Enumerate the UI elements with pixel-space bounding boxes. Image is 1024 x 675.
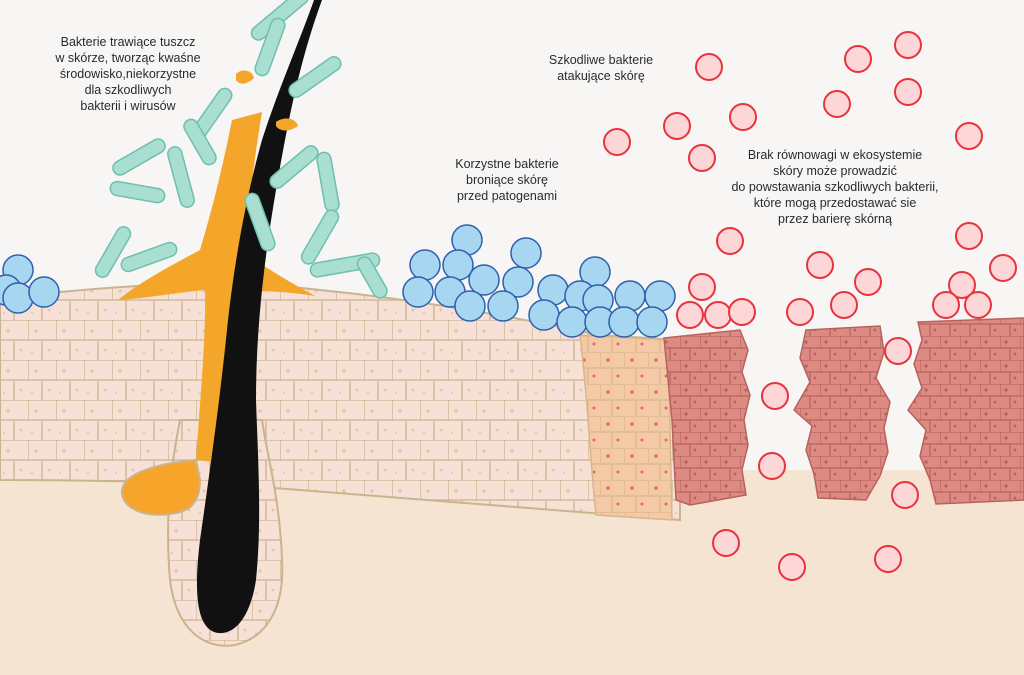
rod-bacterium — [254, 17, 286, 77]
rod-bacterium — [183, 118, 217, 166]
label-line: Korzystne bakterie — [455, 157, 559, 171]
inflamed-skin-column — [907, 317, 1024, 505]
beneficial-bacterium — [608, 306, 640, 338]
harmful-bacterium — [894, 31, 922, 59]
harmful-bacterium — [663, 112, 691, 140]
rod-bacterium — [356, 256, 388, 299]
beneficial-bacteria-cluster — [402, 224, 676, 338]
harmful-bacterium — [932, 291, 960, 319]
label-skin-imbalance: Brak równowagi w ekosystemie skóry może … — [700, 147, 970, 227]
harmful-bacterium — [894, 78, 922, 106]
label-line: które mogą przedostawać sie — [753, 196, 917, 210]
harmful-bacterium — [758, 452, 786, 480]
harmful-bacterium — [806, 251, 834, 279]
label-line: bakterii i wirusów — [80, 99, 176, 113]
label-line: Brak równowagi w ekosystemie — [747, 148, 923, 162]
label-line: skóry może prowadzić — [773, 164, 897, 178]
harmful-bacterium — [676, 301, 704, 329]
sebum-droplet — [276, 118, 298, 131]
rod-bacterium — [167, 146, 195, 208]
label-line: środowisko,niekorzystne — [59, 67, 197, 81]
label-beneficial-bacteria: Korzystne bakterie broniące skórę przed … — [432, 156, 582, 204]
sebum — [118, 112, 315, 462]
label-line: do powstawania szkodliwych bakterii, — [731, 180, 939, 194]
harmful-bacterium — [712, 529, 740, 557]
beneficial-bacterium — [28, 276, 60, 308]
rod-bacteria-cluster — [94, 0, 388, 299]
harmful-bacterium — [786, 298, 814, 326]
harmful-bacterium — [884, 337, 912, 365]
rod-bacterium — [94, 226, 132, 278]
beneficial-bacterium — [454, 290, 486, 322]
beneficial-bacterium — [442, 249, 474, 281]
beneficial-bacterium — [510, 237, 542, 269]
rod-bacterium — [269, 145, 319, 189]
harmful-bacterium — [688, 144, 716, 172]
harmful-bacterium — [891, 481, 919, 509]
beneficial-bacterium — [487, 290, 519, 322]
transition-zone — [579, 334, 673, 521]
label-line: przez barierę skórną — [778, 212, 892, 226]
beneficial-bacterium — [502, 266, 534, 298]
beneficial-bacterium — [2, 282, 34, 314]
label-line: przed patogenami — [456, 189, 558, 203]
rod-bacterium — [109, 180, 166, 204]
harmful-bacterium — [964, 291, 992, 319]
beneficial-bacterium — [636, 306, 668, 338]
harmful-bacterium — [695, 53, 723, 81]
harmful-bacterium — [729, 103, 757, 131]
label-line: Bakterie trawiące tuszcz — [60, 35, 196, 49]
sebaceous-gland — [120, 458, 202, 516]
label-line: dla szkodliwych — [84, 83, 172, 97]
harmful-bacterium — [778, 553, 806, 581]
inflamed-skin-column — [663, 329, 751, 506]
harmful-bacterium — [728, 298, 756, 326]
label-line: atakujące skórę — [557, 69, 645, 83]
beneficial-bacterium — [409, 249, 441, 281]
harmful-bacterium — [761, 382, 789, 410]
harmful-bacterium — [948, 271, 976, 299]
label-line: w skórze, tworząc kwaśne — [55, 51, 201, 65]
harmful-bacterium — [704, 301, 732, 329]
hair-shaft — [196, 0, 322, 634]
harmful-bacteria-cluster — [603, 31, 1017, 581]
rod-bacterium — [300, 209, 340, 265]
harmful-bacterium — [874, 545, 902, 573]
beneficial-bacterium — [402, 276, 434, 308]
harmful-bacterium — [955, 122, 983, 150]
harmful-bacterium — [603, 128, 631, 156]
label-line: Szkodliwe bakterie — [548, 53, 654, 67]
harmful-bacterium — [844, 45, 872, 73]
beneficial-bacterium — [468, 264, 500, 296]
inflamed-skin-column — [793, 325, 891, 501]
rod-bacterium — [120, 241, 178, 273]
rod-bacterium — [250, 0, 310, 41]
harmful-bacterium — [955, 222, 983, 250]
beneficial-bacterium — [614, 280, 646, 312]
label-harmful-bacteria: Szkodliwe bakterie atakujące skórę — [526, 52, 676, 84]
harmful-bacterium — [823, 90, 851, 118]
harmful-bacterium — [854, 268, 882, 296]
rod-bacterium — [288, 56, 342, 98]
harmful-bacterium — [688, 273, 716, 301]
beneficial-bacteria-left — [0, 254, 60, 314]
sebum-droplet — [236, 70, 254, 84]
rod-bacterium — [112, 138, 166, 176]
label-line: broniące skórę — [466, 173, 548, 187]
label-tallow-bacteria: Bakterie trawiące tuszcz w skórze, tworz… — [28, 34, 228, 114]
harmful-bacterium — [830, 291, 858, 319]
harmful-bacterium — [716, 227, 744, 255]
rod-bacterium — [316, 151, 340, 213]
rod-bacterium — [244, 192, 276, 252]
beneficial-bacterium — [528, 299, 560, 331]
harmful-bacterium — [989, 254, 1017, 282]
beneficial-bacterium — [556, 306, 588, 338]
